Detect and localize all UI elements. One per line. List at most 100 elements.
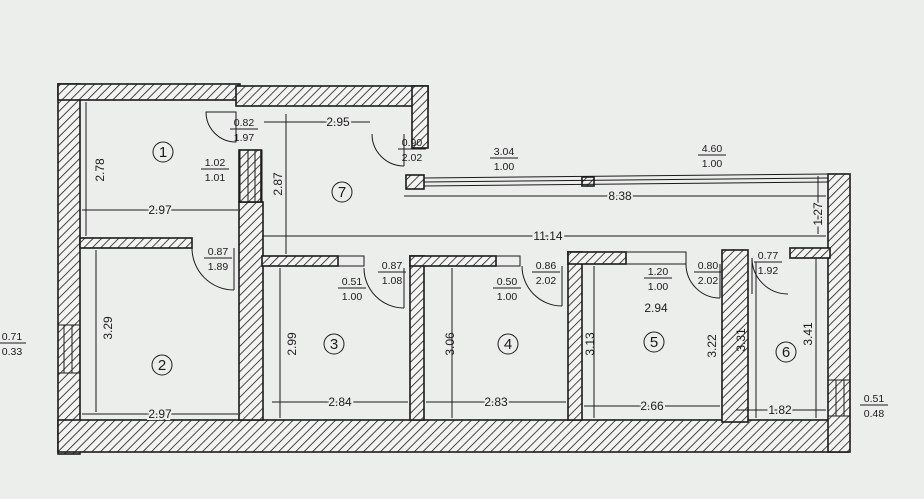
svg-text:0.51: 0.51 <box>864 393 885 405</box>
opening-label-2: 1.02 1.01 <box>201 157 229 184</box>
dim-r1-width: 2.97 <box>148 203 172 217</box>
dim-r4-height: 3.06 <box>443 332 457 356</box>
svg-text:1.00: 1.00 <box>702 158 723 170</box>
room-7-number: 7 <box>338 184 346 201</box>
room-numbers: 1 2 3 4 5 6 7 <box>151 141 797 376</box>
dim-corridor-length: 11.14 <box>533 229 562 243</box>
dim-r2-width: 2.97 <box>148 407 172 421</box>
svg-text:0.80: 0.80 <box>698 260 719 272</box>
dim-r5-height: 3.13 <box>583 332 597 356</box>
dim-r3-height: 2.99 <box>285 332 299 356</box>
windows <box>57 149 851 417</box>
outer-wall-bottom <box>57 419 849 453</box>
room-4-number: 4 <box>504 336 512 353</box>
outer-wall-top-left <box>57 83 241 101</box>
svg-text:0.33: 0.33 <box>2 346 23 358</box>
door-swings <box>191 111 789 309</box>
svg-text:3.04: 3.04 <box>494 146 515 158</box>
wall-top-room6 <box>789 247 831 259</box>
outer-wall-right <box>827 173 851 453</box>
balcony-post-mid <box>581 176 595 187</box>
opening-room4 <box>495 255 521 267</box>
dim-r6-width: 1.82 <box>768 403 792 417</box>
dim-r6-height: 3.41 <box>801 322 815 346</box>
room-6-number: 6 <box>782 344 790 361</box>
opening-room3 <box>337 255 365 267</box>
opening-label-11: 1.20 1.00 <box>644 266 672 293</box>
svg-text:2.02: 2.02 <box>698 275 719 287</box>
partition-room1-room7 <box>238 149 262 203</box>
opening-room5 <box>625 251 687 265</box>
outer-wall-top-right <box>235 85 429 107</box>
wall-top-room4 <box>409 255 497 267</box>
window-room1 <box>239 149 263 203</box>
outer-wall-left <box>57 83 81 455</box>
svg-text:1.00: 1.00 <box>497 291 518 303</box>
opening-label-14: 0.71 0.33 <box>0 331 26 358</box>
wall-room3-room4 <box>409 255 425 421</box>
svg-text:1.00: 1.00 <box>648 281 669 293</box>
opening-label-13: 0.77 1.92 <box>754 250 782 277</box>
dim-r2-height: 3.29 <box>101 316 115 340</box>
svg-text:1.20: 1.20 <box>648 266 669 278</box>
wall-top-room3 <box>261 255 339 267</box>
walls <box>57 83 851 455</box>
svg-text:0.90: 0.90 <box>402 137 423 149</box>
svg-text:1.89: 1.89 <box>208 261 229 273</box>
opening-label-15: 0.51 0.48 <box>860 393 888 420</box>
opening-label-4: 3.04 1.00 <box>490 146 518 173</box>
room-5-number: 5 <box>650 334 658 351</box>
dim-r7-height: 2.87 <box>271 172 285 196</box>
svg-text:0.86: 0.86 <box>536 260 557 272</box>
balcony-railing <box>423 173 829 187</box>
wall-top-room5 <box>567 251 627 265</box>
svg-text:0.87: 0.87 <box>208 246 229 258</box>
room-2-number: 2 <box>158 357 166 374</box>
svg-text:0.50: 0.50 <box>497 276 518 288</box>
dim-r7-width: 2.95 <box>326 115 350 129</box>
partition-room2-corridor <box>238 201 264 421</box>
svg-text:1.01: 1.01 <box>205 172 226 184</box>
room-3-number: 3 <box>330 336 338 353</box>
svg-text:0.87: 0.87 <box>382 260 403 272</box>
dim-r5-top: 2.94 <box>644 301 668 315</box>
dim-r6-wall-right: 3.31 <box>734 328 748 352</box>
opening-labels: 0.82 1.97 1.02 1.01 0.90 2.02 3.04 1.00 … <box>0 117 888 420</box>
svg-text:1.97: 1.97 <box>234 132 255 144</box>
balcony-post-left <box>405 174 425 190</box>
svg-text:4.60: 4.60 <box>702 143 723 155</box>
dim-r1-height: 2.78 <box>93 158 107 182</box>
opening-label-8: 0.87 1.08 <box>378 260 406 287</box>
svg-text:1.08: 1.08 <box>382 275 403 287</box>
svg-text:0.71: 0.71 <box>2 331 23 343</box>
dim-r3-width: 2.84 <box>328 395 352 409</box>
svg-text:1.00: 1.00 <box>342 291 363 303</box>
opening-label-6: 0.87 1.89 <box>204 246 232 273</box>
opening-label-3: 0.90 2.02 <box>398 137 426 164</box>
svg-text:1.92: 1.92 <box>758 265 779 277</box>
svg-text:2.02: 2.02 <box>536 275 557 287</box>
opening-label-12: 0.80 2.02 <box>694 260 722 287</box>
svg-text:0.82: 0.82 <box>234 117 255 129</box>
dimension-lines <box>82 102 826 418</box>
window-left <box>57 324 81 374</box>
dim-r4-width: 2.83 <box>484 395 508 409</box>
dim-r5-width: 2.66 <box>640 399 664 413</box>
wall-stub-room7 <box>411 85 429 149</box>
wall-room4-room5 <box>567 251 583 421</box>
opening-label-1: 0.82 1.97 <box>230 117 258 144</box>
opening-label-7: 0.51 1.00 <box>338 276 366 303</box>
partition-room1-room2 <box>79 237 193 249</box>
wall-room5-room6 <box>721 249 749 423</box>
window-right <box>827 379 851 417</box>
room-1-number: 1 <box>159 144 167 161</box>
dimension-labels: 2.97 2.78 2.97 3.29 2.95 2.87 11.14 8.38… <box>93 113 827 423</box>
dim-balcony-length: 8.38 <box>608 189 632 203</box>
opening-label-10: 0.86 2.02 <box>532 260 560 287</box>
dim-r6-wall-left: 3.22 <box>705 334 719 358</box>
opening-label-9: 0.50 1.00 <box>493 276 521 303</box>
svg-text:2.02: 2.02 <box>402 152 423 164</box>
svg-text:0.48: 0.48 <box>864 408 885 420</box>
svg-text:0.77: 0.77 <box>758 250 779 262</box>
